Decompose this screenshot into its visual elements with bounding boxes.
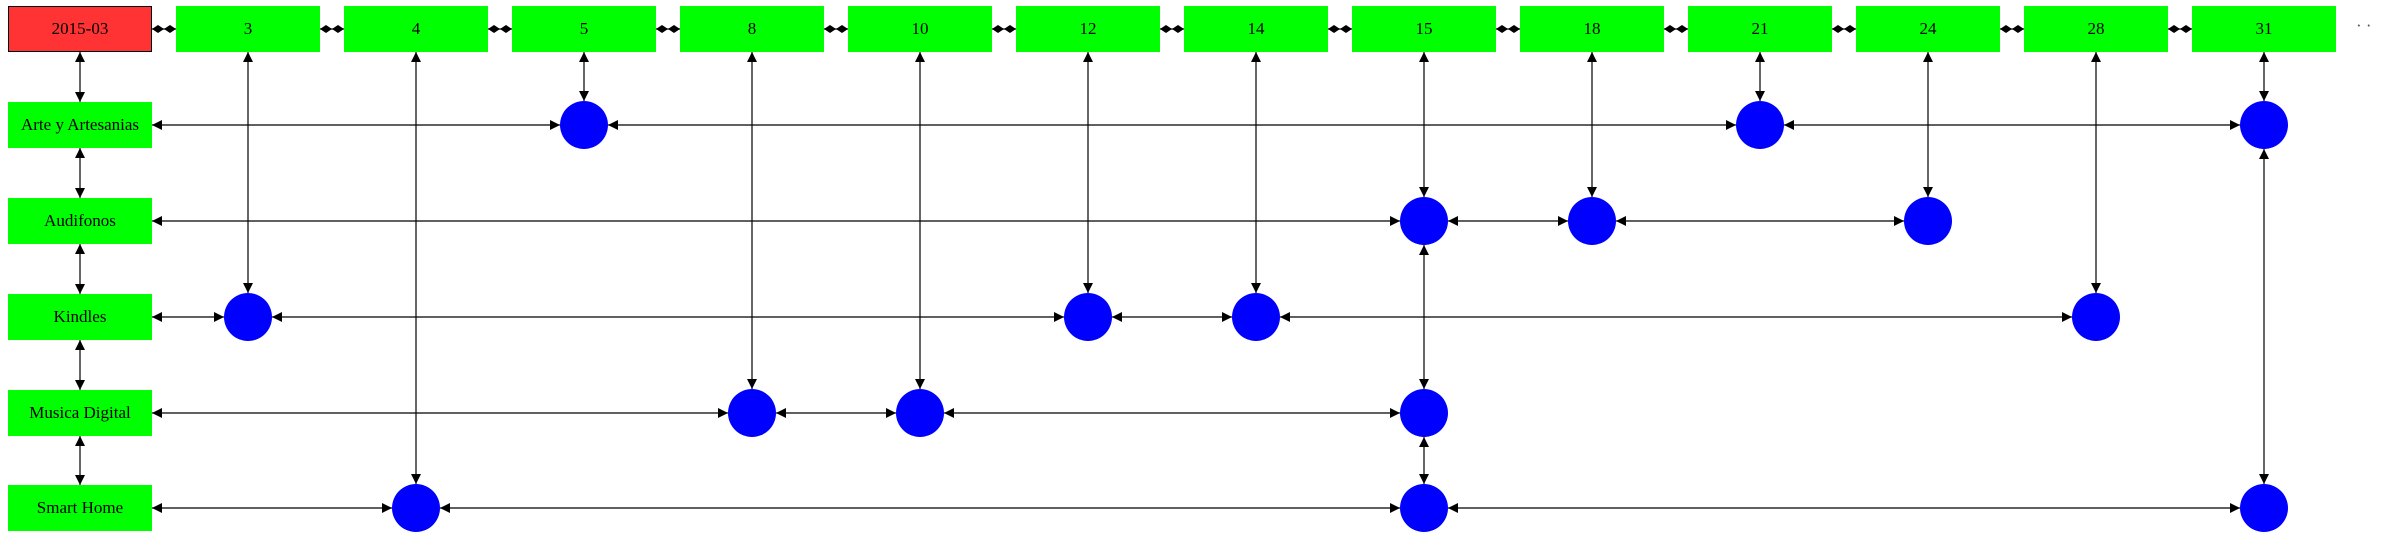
day-node: 8 <box>680 6 824 52</box>
day-node: 5 <box>512 6 656 52</box>
day-node: 12 <box>1016 6 1160 52</box>
day-node: 14 <box>1184 6 1328 52</box>
category-node: Audifonos <box>8 198 152 244</box>
category-node: Musica Digital <box>8 390 152 436</box>
day-node: 24 <box>1856 6 2000 52</box>
event-node <box>1568 197 1616 245</box>
category-node: Arte y Artesanias <box>8 102 152 148</box>
event-node <box>1904 197 1952 245</box>
event-node <box>224 293 272 341</box>
day-node: 3 <box>176 6 320 52</box>
event-node <box>2240 484 2288 532</box>
day-node: 10 <box>848 6 992 52</box>
event-node <box>560 101 608 149</box>
day-node: 15 <box>1352 6 1496 52</box>
event-node <box>1400 197 1448 245</box>
day-node: 21 <box>1688 6 1832 52</box>
category-node: Kindles <box>8 294 152 340</box>
event-node <box>1400 484 1448 532</box>
category-node: Smart Home <box>8 485 152 531</box>
event-node <box>2240 101 2288 149</box>
event-node <box>1736 101 1784 149</box>
event-node <box>1400 389 1448 437</box>
event-node <box>728 389 776 437</box>
day-node: 4 <box>344 6 488 52</box>
trailing-ellipsis: · · <box>2356 16 2372 35</box>
day-node: 18 <box>1520 6 1664 52</box>
day-node: 28 <box>2024 6 2168 52</box>
day-node: 31 <box>2192 6 2336 52</box>
event-node <box>1232 293 1280 341</box>
event-node <box>1064 293 1112 341</box>
event-node <box>2072 293 2120 341</box>
event-node <box>392 484 440 532</box>
month-node: 2015-03 <box>8 6 152 52</box>
event-node <box>896 389 944 437</box>
